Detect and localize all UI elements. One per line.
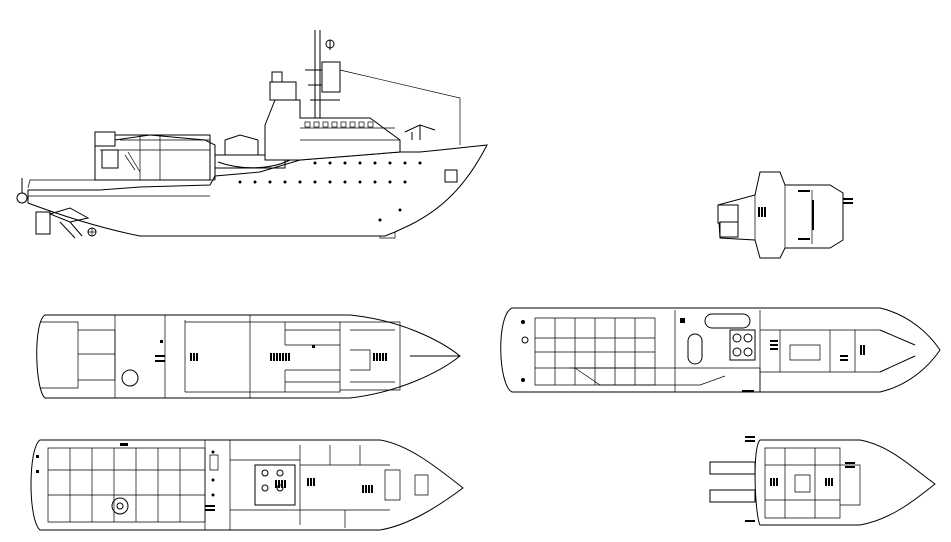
main-deck-plan-view: [500, 307, 941, 393]
propulsion-motor-icon: [111, 497, 129, 515]
deck-hatch-icon: [121, 369, 139, 387]
lower-deck-outline: [30, 439, 464, 531]
main-deck-outline: [500, 307, 941, 393]
forecastle-deck-plan-view: [709, 436, 936, 526]
side-elevation-view: [16, 30, 488, 239]
workboat: [704, 313, 751, 329]
bridge-superstructure: [264, 99, 401, 161]
forecastle-deck-outline: [754, 439, 936, 526]
bridge-deck-plan-view: [717, 171, 853, 259]
main-mast: [305, 30, 461, 145]
upper-deck-outline: [36, 314, 461, 399]
lower-deck-plan-view: [30, 439, 464, 531]
stern-winch: [35, 211, 51, 235]
upper-deck-plan-view: [36, 314, 461, 399]
anchor-pocket: [444, 169, 458, 183]
bridge-windows: [304, 121, 374, 128]
rescue-boat: [687, 333, 703, 365]
forecastle-winch-lower: [709, 489, 756, 503]
portholes: [238, 161, 422, 222]
forecastle-winch-upper: [709, 461, 756, 475]
stern-fender: [16, 192, 28, 204]
